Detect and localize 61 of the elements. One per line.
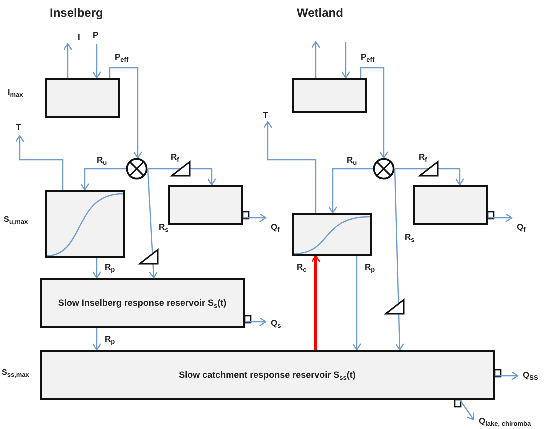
edge-label: I [77, 32, 82, 42]
flow-arrow [92, 328, 102, 351]
flow-arrow [311, 255, 321, 350]
flow-arrow [263, 121, 317, 213]
capacity-label: S$_{ss,max}$ [2, 368, 30, 378]
flow-arrow [245, 317, 267, 327]
flow-arrow [311, 41, 321, 78]
edge-label: R$_{s}$ [404, 232, 416, 242]
edge-label: R$_{u}$ [96, 155, 108, 165]
section-heading: Inselberg [50, 6, 104, 20]
edge-label: Q$_{f}$ [270, 222, 281, 232]
reservoir-box [45, 78, 120, 118]
capacity-label: I$_{max}$ [8, 88, 24, 98]
reservoir-box [413, 185, 488, 225]
section-heading: Wetland [297, 6, 344, 20]
flow-arrow [495, 371, 519, 381]
edge-label: Q$_{s}$ [270, 318, 282, 328]
flow-arrow [63, 43, 73, 78]
edge-label: Q$_{SS}$ [522, 370, 540, 380]
junction-circle [126, 158, 148, 180]
flow-arrow [384, 168, 405, 351]
edge-label: P [92, 30, 100, 40]
flow-arrow [395, 160, 465, 186]
reservoir-box [40, 278, 245, 328]
flow-arrow [138, 168, 159, 279]
edge-label: T [15, 122, 22, 132]
edge-label: T [262, 110, 270, 120]
storage-reservoir-box [292, 213, 372, 256]
edge-label: R$_{c}$ [296, 262, 308, 272]
reservoir-box [40, 350, 495, 400]
edge-label: Q$_{lake, chiromba}$ [478, 416, 532, 426]
flow-arrow [460, 400, 475, 421]
flow-arrow [341, 42, 351, 79]
reservoir-label: Slow catchment response reservoir S$_{ss}$(t) [179, 369, 356, 381]
edge-label: Q$_{f}$ [516, 222, 527, 232]
flow-arrow [488, 213, 513, 223]
flow-arrow [352, 256, 362, 351]
flow-arrow [328, 168, 373, 214]
edge-label: R$_{s}$ [158, 222, 170, 232]
edge-label: P$_{eff}$ [360, 52, 376, 62]
edge-label: R$_{p}$ [104, 334, 116, 344]
flow-arrow [92, 258, 102, 279]
reservoir-box [292, 78, 367, 113]
flow-arrow [148, 160, 217, 186]
junction-circle [373, 158, 395, 180]
flow-arrow [243, 213, 267, 223]
flow-arrow [109, 67, 143, 159]
edge-label: P$_{eff}$ [114, 52, 130, 62]
flow-arrow [15, 135, 64, 190]
reservoir-box [168, 185, 243, 225]
edge-label: R$_{p}$ [364, 262, 376, 272]
capacity-label: S$_{u,max}$ [4, 215, 28, 225]
reservoir-label: Slow Inselberg response reservoir S$_{s}$(t) [58, 297, 227, 309]
edge-label: R$_{u}$ [346, 155, 358, 165]
edge-label: R$_{f}$ [170, 152, 180, 162]
edge-label: R$_{f}$ [418, 152, 428, 162]
edge-label: R$_{p}$ [104, 262, 116, 272]
storage-reservoir-box [45, 190, 125, 258]
flow-arrow [92, 44, 102, 79]
flow-arrow [80, 168, 126, 191]
flow-arrow [360, 67, 389, 159]
